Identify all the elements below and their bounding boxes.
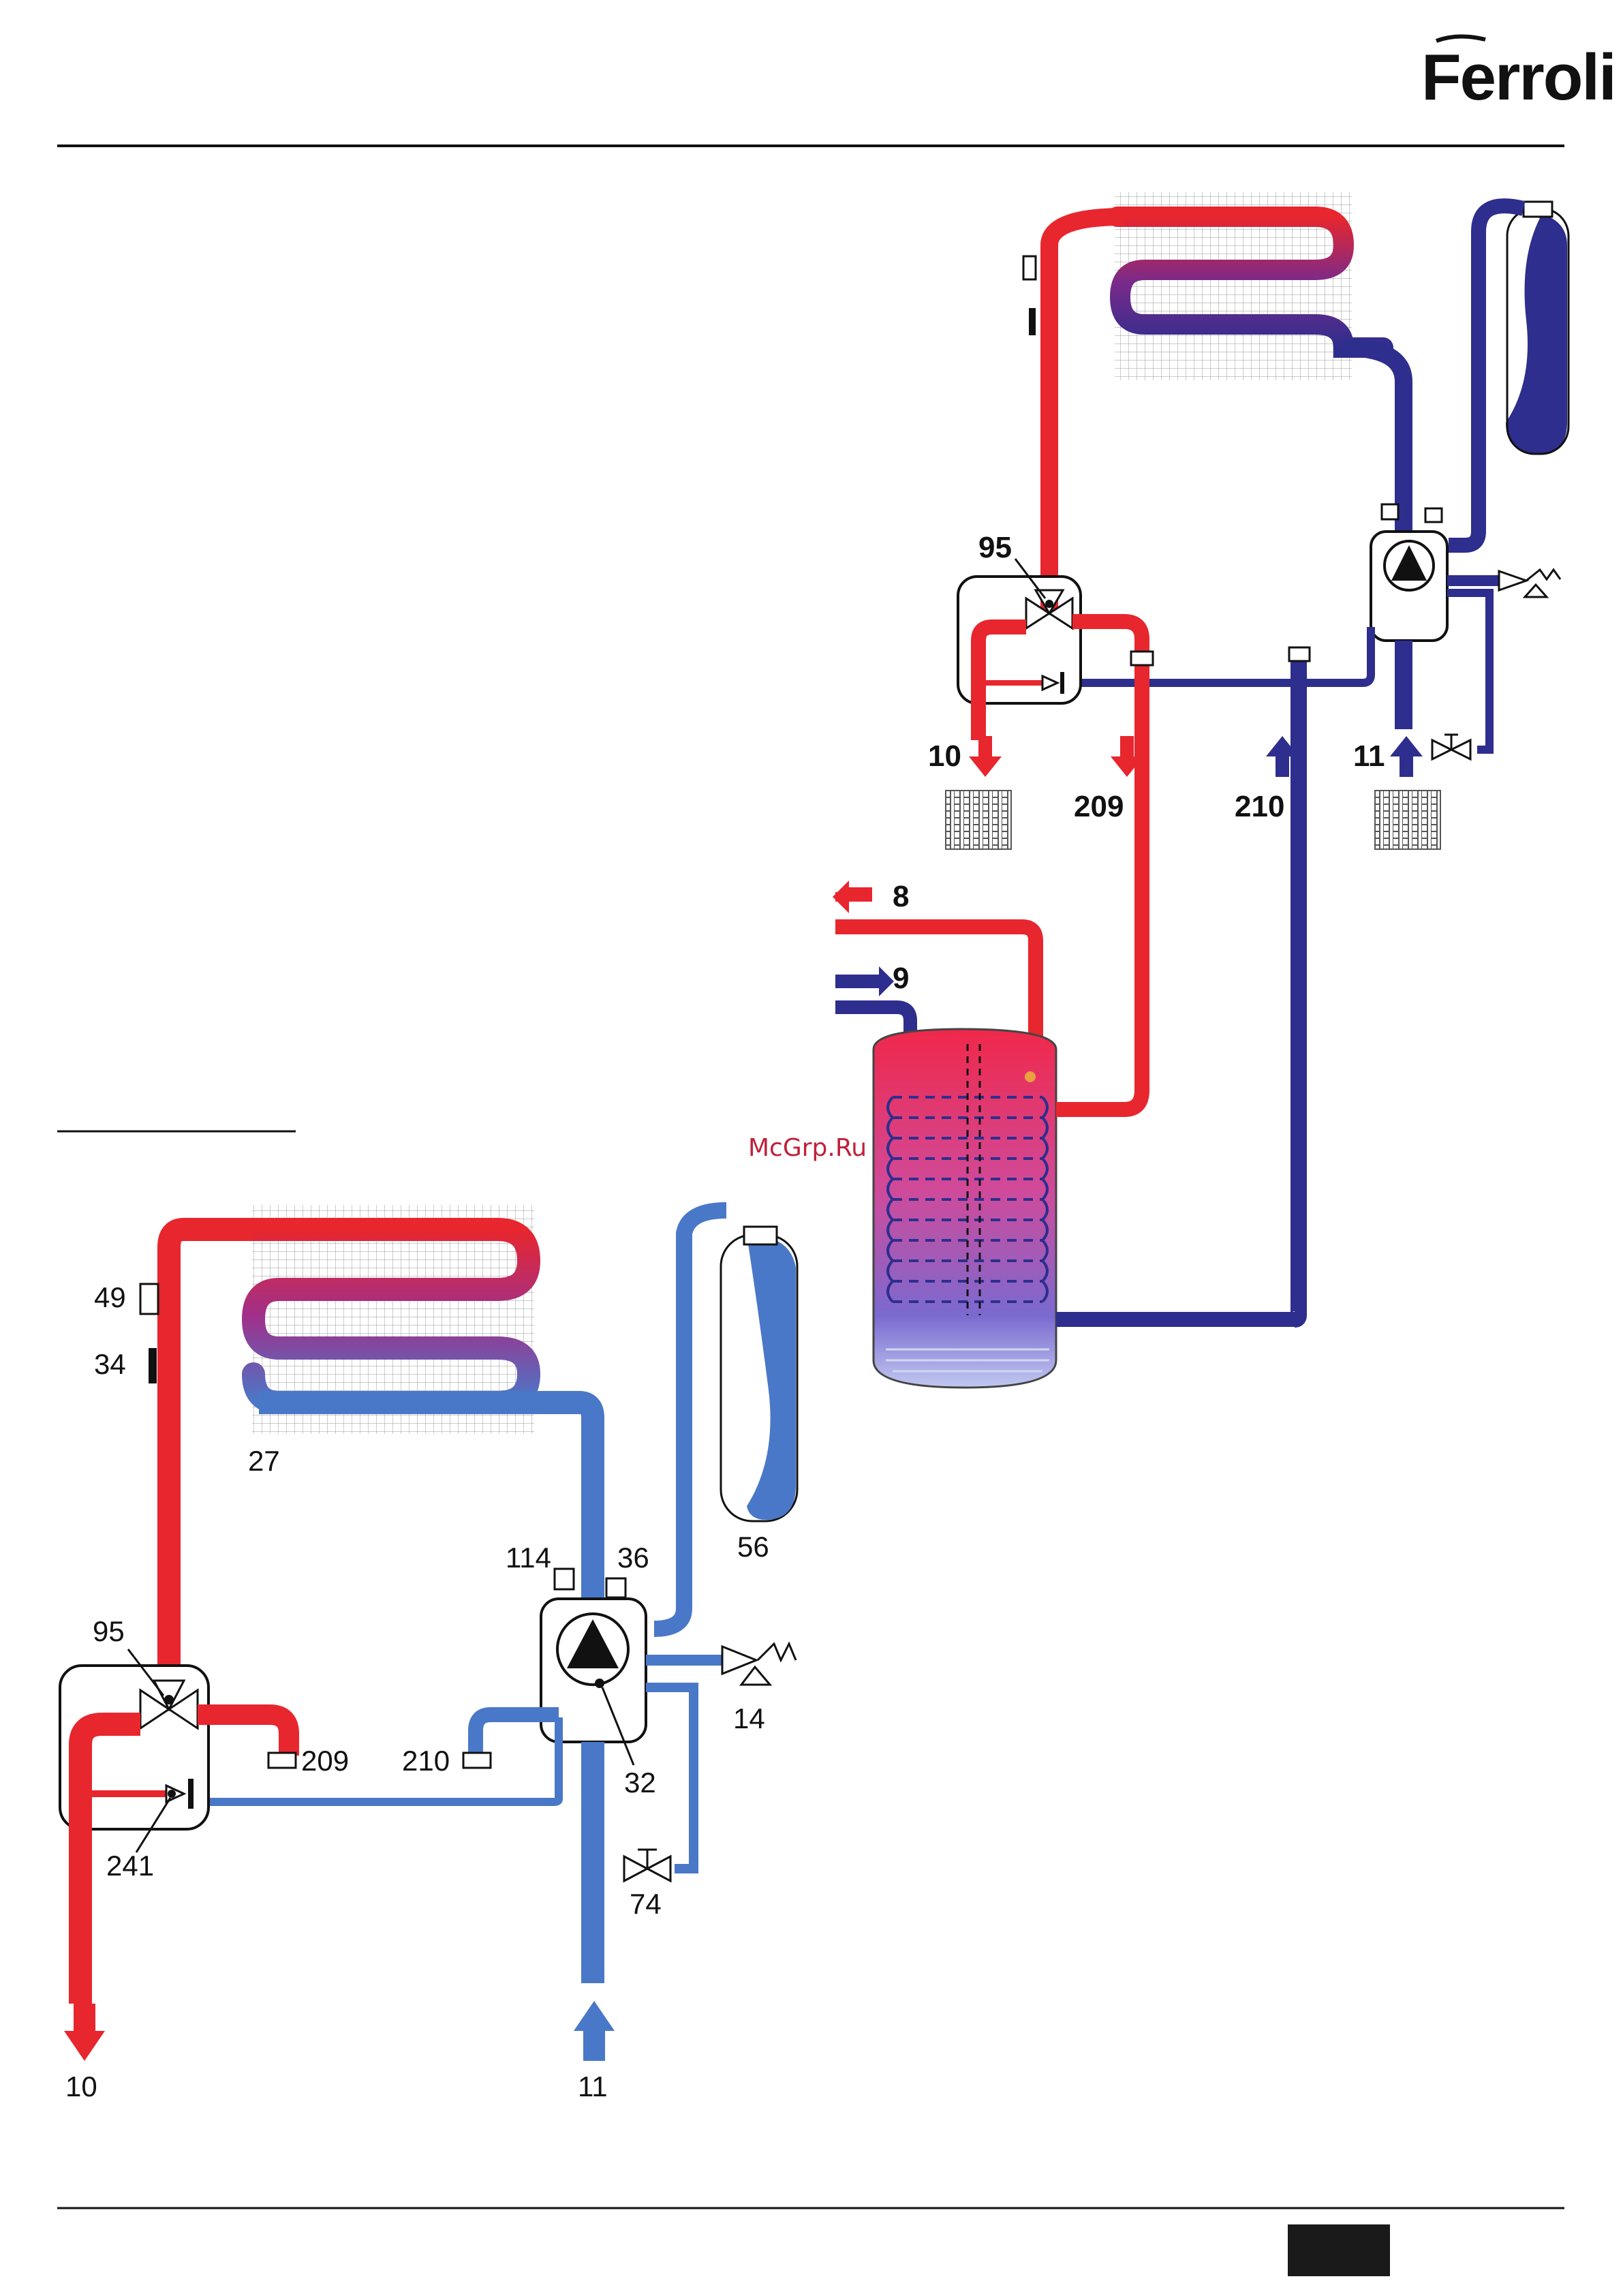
arrow-8 [833,881,872,913]
lower-label-114: 114 [506,1542,551,1574]
upper-arrow-10 [969,736,1002,777]
upper-radiator-left [946,791,1011,849]
lower-label-32: 32 [624,1766,656,1798]
watermark-text: McGrp.Ru [748,1134,867,1162]
lower-pump-vent [606,1578,625,1597]
upper-flow-sensor [1023,256,1036,279]
dhw-storage-tank: McGrp.Ru [748,881,1295,1388]
lower-label-56: 56 [737,1531,769,1563]
lower-label-95: 95 [93,1615,125,1647]
logo-text: Ferroli [1421,41,1616,114]
lower-210-connector [463,1753,491,1768]
lower-vessel-connector [744,1227,777,1244]
arrow-9 [835,966,894,996]
upper-vessel-connector [1524,202,1552,217]
upper-label-210: 210 [1235,790,1284,823]
lower-label-49: 49 [94,1281,126,1313]
upper-209-connector [1131,652,1153,665]
upper-label-209: 209 [1074,790,1124,823]
lower-air-vent [555,1569,574,1589]
lower-label-27: 27 [248,1445,280,1477]
upper-210-connector [1289,647,1310,661]
upper-drain-cock [1432,735,1470,759]
upper-label-95: 95 [978,531,1012,564]
lower-arrow-10 [64,2004,105,2061]
lower-label-210: 210 [402,1745,450,1777]
page-number-box [1288,2224,1390,2276]
lower-label-241: 241 [106,1850,154,1882]
lower-arrow-11 [574,2001,615,2061]
lower-diagram: 49 34 27 56 114 36 95 209 210 14 32 241 … [60,1205,797,2102]
lower-label-36: 36 [617,1542,649,1574]
lower-drain-cock [624,1850,670,1881]
label-8: 8 [893,880,909,913]
lower-label-14: 14 [733,1702,765,1734]
lower-label-34: 34 [94,1348,126,1380]
label-9: 9 [893,962,909,995]
lower-label-74: 74 [630,1888,662,1920]
lower-safety-valve [722,1644,796,1685]
upper-label-10: 10 [928,739,961,773]
upper-safety-valve [1499,570,1560,597]
upper-expansion-vessel [1506,210,1567,454]
lower-label-209: 209 [301,1745,349,1777]
upper-label-11: 11 [1353,739,1385,773]
lower-flow-sensor [140,1284,158,1314]
lower-209-connector [268,1753,296,1768]
upper-radiator-right [1375,791,1440,849]
upper-arrow-11 [1390,736,1423,777]
lower-safety-thermostat [149,1348,157,1383]
lower-label-10: 10 [65,2070,97,2102]
ferroli-logo: Ferroli [1421,36,1616,114]
upper-safety-thermostat [1029,308,1036,335]
lower-label-11: 11 [578,2070,608,2102]
